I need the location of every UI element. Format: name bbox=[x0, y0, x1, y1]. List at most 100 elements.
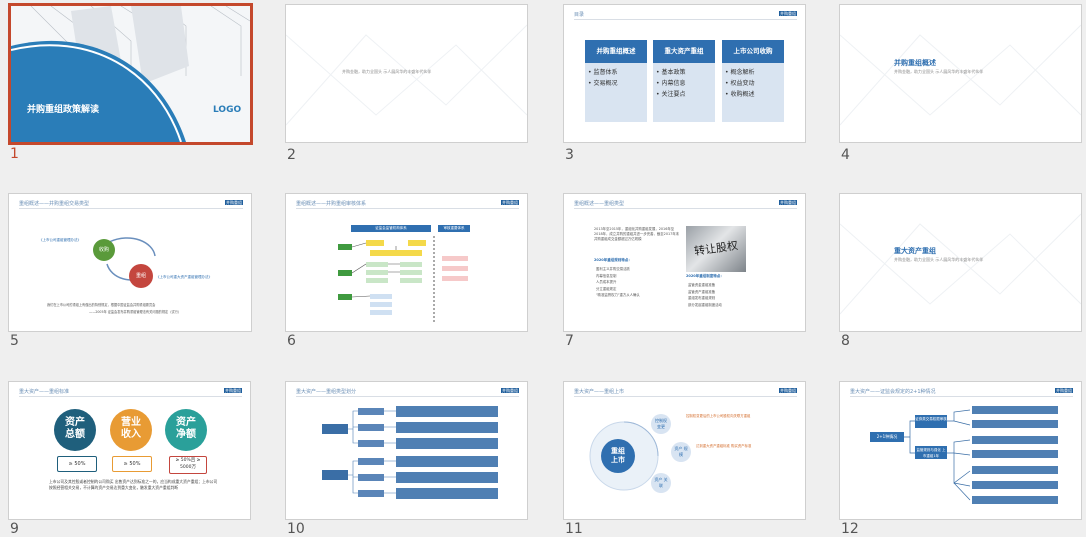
list-item: 监管资金重组准备 bbox=[688, 283, 716, 287]
org-chart bbox=[338, 236, 468, 324]
brand-mark: 并购重组 bbox=[779, 200, 797, 205]
header-rule bbox=[850, 396, 1073, 397]
list-item: 监管资产重组准备 bbox=[688, 289, 716, 294]
list-heading-a: 2020年重组规则特点： bbox=[594, 258, 632, 262]
note-1: 我们在上市公司的重组上有做出的特别规定，根据中国证监会并购重组委员会 bbox=[47, 303, 156, 307]
toc-column-2: 重大资产重组 • 基本政策 • 内幕信息 • 关注要点 bbox=[653, 40, 715, 122]
list-item: 分立重组规定 bbox=[596, 286, 617, 291]
slide-number: 9 bbox=[10, 521, 19, 537]
threshold-box-2: ≥ 50% bbox=[112, 456, 152, 472]
slide-number: 10 bbox=[287, 521, 305, 537]
slide-number: 12 bbox=[841, 521, 859, 537]
section-subtitle: 并购金融，助力全国头 示人展风华的丰盛年代伙伴 bbox=[894, 69, 984, 74]
list-item: 内幕信息控制 bbox=[596, 273, 617, 278]
tree-connectors bbox=[904, 406, 1058, 504]
header-rule bbox=[574, 208, 797, 209]
classification-tree bbox=[322, 406, 498, 499]
slide-header: 目录 bbox=[574, 12, 585, 18]
slide-number: 5 bbox=[10, 333, 19, 349]
slide-thumbnail-4[interactable]: 并购重组概述 并购金融，助力全国头 示人展风华的丰盛年代伙伴 bbox=[839, 4, 1082, 143]
slide-header: 重大资产——重组类型划分 bbox=[296, 389, 357, 395]
brand-mark: 并购重组 bbox=[779, 11, 797, 16]
slide-thumbnail-1[interactable]: 并购重组政策解读 LOGO bbox=[8, 3, 253, 145]
brand-mark: 并购重组 bbox=[225, 200, 243, 205]
slide-header: 重大资产——证监会规定的2+1种情况 bbox=[850, 389, 936, 395]
slide-thumbnail-8[interactable]: 重大资产重组 并购金融，助力全国头 示人展风华的丰盛年代伙伴 bbox=[839, 193, 1082, 332]
node-related: 资产 关联 bbox=[651, 473, 671, 493]
header-rule bbox=[19, 208, 243, 209]
toc-item: • 监督体系 bbox=[588, 69, 618, 76]
slide-thumbnail-11[interactable]: 重大资产——重组上市 并购重组 重组 上市 控制权 变更 资产 规模 资产 关联… bbox=[563, 381, 806, 520]
header-rule bbox=[296, 396, 519, 397]
photo-text: 转让股权 bbox=[693, 238, 739, 258]
photo-stamp: 转让股权 bbox=[686, 226, 746, 272]
brand-mark: 并购重组 bbox=[779, 388, 797, 393]
toc-column-title: 重大资产重组 bbox=[653, 40, 715, 63]
slide-header: 重大资产——重组标准 bbox=[19, 389, 70, 395]
list-item: 重组发布重组规则 bbox=[688, 296, 716, 301]
slide-thumbnail-10[interactable]: 重大资产——重组类型划分 并购重组 bbox=[285, 381, 528, 520]
slide-number: 4 bbox=[841, 147, 850, 163]
root-node: 2+1种情况 bbox=[870, 432, 904, 442]
node-scale: 资产 规模 bbox=[671, 442, 691, 462]
header-rule bbox=[574, 19, 797, 20]
slide-number: 11 bbox=[565, 521, 583, 537]
slide-thumbnail-3[interactable]: 目录 并购重组 并购重组概述 • 监督体系 • 交易概况 重大资产重组 • 基本… bbox=[563, 4, 806, 143]
toc-column-3: 上市公司收购 • 概念解析 • 权益变动 • 收购概述 bbox=[722, 40, 784, 122]
slide-subtitle: 并购金融，助力全国头 示人展风华的丰盛年代伙伴 bbox=[342, 69, 432, 74]
mid-node-a: 证券类交易权限审核 bbox=[915, 415, 947, 428]
header-rule bbox=[574, 396, 797, 397]
toc-column-1: 并购重组概述 • 监督体系 • 交易概况 bbox=[585, 40, 647, 122]
list-item: "精准监督权力"重方从人确认 bbox=[596, 293, 640, 298]
slide-header: 重组概述——并购重组审核体系 bbox=[296, 201, 367, 207]
list-heading-b: 2020年重组制度特点： bbox=[686, 274, 724, 278]
background-lines bbox=[286, 24, 527, 126]
background-lines bbox=[840, 24, 1081, 126]
toc-item: • 基本政策 bbox=[656, 69, 686, 76]
criterion-circle-3: 资产净额 bbox=[165, 409, 207, 451]
brand-mark: 并购重组 bbox=[1055, 388, 1073, 393]
slide-number: 7 bbox=[565, 333, 574, 349]
slide-number: 6 bbox=[287, 333, 296, 349]
right-label: 《上市公司重大资产重组管理办法》 bbox=[156, 275, 212, 279]
mid-node-b: 监管规则与强化 上市重组1年 bbox=[915, 446, 947, 459]
title-slide-background bbox=[11, 6, 250, 142]
circle-restructure: 重组 bbox=[129, 264, 153, 288]
background-lines bbox=[840, 213, 1081, 315]
slide-thumbnail-12[interactable]: 重大资产——证监会规定的2+1种情况 并购重组 2+1种情况 证券类交易权限审核… bbox=[839, 381, 1082, 520]
list-item: 人员成本提升 bbox=[596, 280, 617, 285]
toc-item: • 概念解析 bbox=[725, 69, 755, 76]
list-a: 盈利主义并购交易活跃 内幕信息控制 人员成本提升 分立重组规定 "精准监督权力"… bbox=[596, 266, 640, 299]
criterion-circle-2: 营业收入 bbox=[110, 409, 152, 451]
header-rule bbox=[296, 208, 519, 209]
note-control: 控制权变更后的上市公司股权向关联方重组 bbox=[686, 414, 751, 418]
toc-item: • 权益变动 bbox=[725, 80, 755, 87]
diagram-heading-b: 审核重要体系 bbox=[438, 225, 470, 232]
center-circle: 重组 上市 bbox=[601, 439, 635, 473]
slide-header: 重组概述——并购重组交易类型 bbox=[19, 201, 90, 207]
slide-number: 3 bbox=[565, 147, 574, 163]
slide-thumbnail-7[interactable]: 重组概述——重组类型 并购重组 2013年至2015年，重组化并购重组发展，20… bbox=[563, 193, 806, 332]
threshold-box-3: ≥ 50%且 ≥ 5000万 bbox=[169, 456, 207, 474]
circle-acquisition: 收购 bbox=[93, 239, 115, 261]
list-item: 部分发起重组制度活动 bbox=[688, 302, 722, 307]
criterion-circle-1: 资产总额 bbox=[54, 409, 96, 451]
left-label: 《上市公司重组管理办法》 bbox=[39, 238, 81, 242]
slide-title: 并购重组政策解读 bbox=[27, 105, 100, 115]
slide-number: 1 bbox=[10, 146, 19, 162]
brand-mark: 并购重组 bbox=[501, 388, 519, 393]
section-subtitle: 并购金融，助力全国头 示人展风华的丰盛年代伙伴 bbox=[894, 257, 984, 262]
slide-thumbnail-2[interactable]: 并购金融，助力全国头 示人展风华的丰盛年代伙伴 bbox=[285, 4, 528, 143]
header-rule bbox=[19, 396, 242, 397]
diagram-heading-a: 证监会监管机构体系 bbox=[351, 225, 431, 232]
note-2: ——2005年 证监会发布并购重组管理法有关问题的规定（试行） bbox=[89, 310, 181, 314]
slide-number: 8 bbox=[841, 333, 850, 349]
slide-thumbnail-9[interactable]: 重大资产——重组标准 并购重组 资产总额 营业收入 资产净额 ≥ 50% ≥ 5… bbox=[8, 381, 251, 520]
threshold-box-1: ≥ 50% bbox=[57, 456, 97, 472]
slide-thumbnail-5[interactable]: 重组概述——并购重组交易类型 并购重组 《上市公司重组管理办法》 《上市公司重大… bbox=[8, 193, 252, 332]
toc-item: • 关注要点 bbox=[656, 91, 686, 98]
toc-column-title: 并购重组概述 bbox=[585, 40, 647, 63]
slide-thumbnail-6[interactable]: 重组概述——并购重组审核体系 并购重组 证监会监管机构体系 审核重要体系 bbox=[285, 193, 528, 332]
toc-item: • 交易概况 bbox=[588, 80, 618, 87]
section-title: 并购重组概述 bbox=[894, 59, 936, 67]
